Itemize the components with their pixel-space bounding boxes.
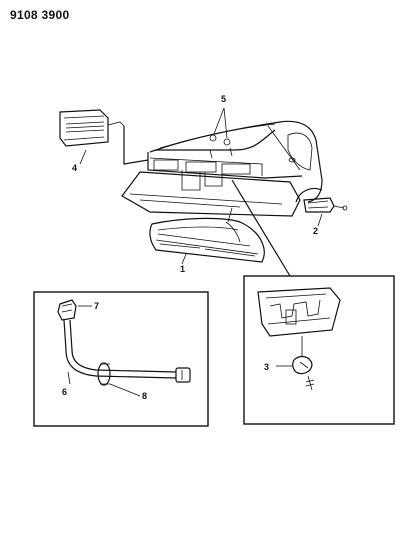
high-mount-stop-lamp: 4 <box>59 109 149 173</box>
callout-1: 1 <box>180 264 185 274</box>
callout-3: 3 <box>264 362 269 372</box>
license-lamp: 2 <box>303 197 348 236</box>
wiring-detail-inset: 7 6 8 <box>33 291 209 427</box>
diagram-code: 9108 3900 <box>10 8 70 22</box>
callout-4: 4 <box>72 163 77 173</box>
detail-leader-line <box>231 179 291 277</box>
mounting-studs: 5 <box>209 94 231 146</box>
callout-8: 8 <box>142 391 147 401</box>
callout-2: 2 <box>313 226 318 236</box>
callout-6: 6 <box>62 387 67 397</box>
car-rear-body <box>121 120 323 217</box>
callout-5: 5 <box>221 94 226 104</box>
tail-lamp-assembly: 1 <box>149 207 265 274</box>
socket-detail-inset: 3 <box>243 275 395 425</box>
callout-7: 7 <box>94 301 99 311</box>
